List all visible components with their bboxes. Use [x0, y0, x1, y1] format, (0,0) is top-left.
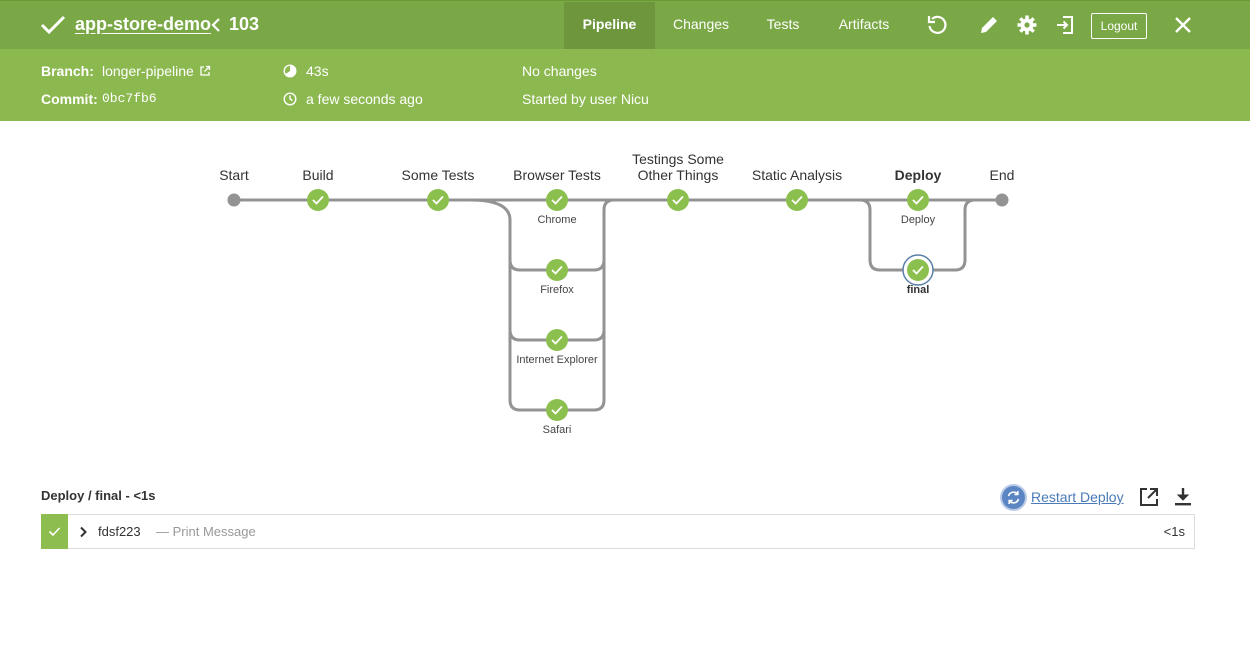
restart-deploy-label: Restart Deploy [1031, 489, 1124, 505]
started-by: Started by user Nicu [522, 91, 649, 107]
restart-deploy-button[interactable]: Restart Deploy [1002, 485, 1124, 509]
start-node [227, 193, 241, 207]
open-in-new-icon[interactable] [1138, 486, 1160, 508]
node-final-selected[interactable] [902, 254, 934, 286]
node-internet-explorer[interactable] [546, 329, 568, 351]
node-testings-some-other-things[interactable] [667, 189, 689, 211]
exit-icon[interactable] [1054, 14, 1076, 36]
chevron-left-icon [211, 18, 220, 32]
success-check-icon [40, 15, 66, 35]
branch-label-safari: Safari [542, 424, 572, 436]
branch-value-link[interactable]: longer-pipeline [102, 63, 194, 79]
run-info-bar: Branch: longer-pipeline Commit: 0bc7fb6 … [0, 49, 1250, 121]
node-deploy[interactable] [907, 189, 929, 211]
external-link-icon[interactable] [199, 65, 211, 77]
connector-safari-out [557, 330, 606, 412]
edit-pencil-icon[interactable] [978, 14, 1000, 36]
connector-final-in [855, 198, 918, 272]
tab-changes[interactable]: Changes [672, 16, 730, 32]
stage-label-some-tests: Some Tests [401, 167, 475, 183]
pipeline-connectors [234, 198, 1002, 412]
success-nodes [307, 189, 934, 421]
connector-final-out [918, 198, 985, 272]
connector-firefox-out [557, 198, 645, 272]
step-description: — Print Message [156, 524, 256, 539]
connector-firefox-in [469, 198, 557, 272]
pipeline-graph: Start Build Some Tests Browser Tests Tes… [0, 121, 1250, 481]
tab-pipeline[interactable]: Pipeline [564, 2, 655, 49]
chevron-right-icon[interactable] [78, 526, 88, 538]
close-icon[interactable] [1172, 14, 1194, 36]
step-name: fdsf223 [98, 524, 141, 539]
stage-label-build: Build [302, 167, 334, 183]
gear-icon[interactable] [1016, 14, 1038, 36]
duration-value: 43s [306, 63, 329, 79]
stage-label-start: Start [219, 167, 249, 183]
end-node [995, 193, 1009, 207]
step-status-success [41, 514, 68, 549]
stage-label-end: End [989, 167, 1015, 183]
download-icon[interactable] [1172, 486, 1194, 508]
replay-icon[interactable] [926, 14, 948, 36]
clock-icon [283, 92, 297, 106]
restart-icon [1002, 485, 1025, 509]
stage-label-testings-line2: Other Things [637, 167, 719, 183]
branch-label-firefox: Firefox [540, 284, 574, 296]
node-safari[interactable] [546, 399, 568, 421]
stage-label-testings-line1: Testings Some [632, 151, 724, 167]
stage-label-browser-tests: Browser Tests [513, 167, 601, 183]
step-duration: <1s [1163, 524, 1185, 539]
branch-label-internet-explorer: Internet Explorer [516, 354, 598, 366]
duration-icon [283, 64, 297, 78]
node-firefox[interactable] [546, 259, 568, 281]
node-chrome[interactable] [546, 189, 568, 211]
step-check-icon [48, 527, 61, 537]
tab-artifacts[interactable]: Artifacts [838, 16, 890, 32]
pipeline-title-link[interactable]: app-store-demo [75, 14, 212, 34]
started-ago: a few seconds ago [306, 91, 423, 107]
stage-label-deploy: Deploy [894, 167, 942, 183]
pipeline-graph-svg [227, 189, 1009, 421]
connector-safari-in [508, 330, 557, 412]
node-static-analysis[interactable] [786, 189, 808, 211]
branch-label: Branch: [41, 63, 94, 79]
commit-label: Commit: [41, 91, 98, 107]
run-number: 103 [229, 14, 260, 34]
branch-label-final: final [906, 284, 930, 296]
logout-button[interactable]: Logout [1091, 13, 1147, 39]
log-step-row[interactable]: fdsf223 — Print Message <1s [41, 514, 1195, 549]
commit-value: 0bc7fb6 [102, 91, 157, 106]
stage-label-static-analysis: Static Analysis [751, 167, 843, 183]
tab-tests[interactable]: Tests [766, 16, 800, 32]
log-header: Deploy / final - <1s [41, 488, 156, 503]
branch-label-chrome: Chrome [537, 214, 577, 226]
node-some-tests[interactable] [427, 189, 449, 211]
node-build[interactable] [307, 189, 329, 211]
branch-label-deploy: Deploy [900, 214, 936, 226]
changes-summary: No changes [522, 63, 597, 79]
top-bar: app-store-demo 103 Pipeline Changes Test… [0, 0, 1250, 49]
